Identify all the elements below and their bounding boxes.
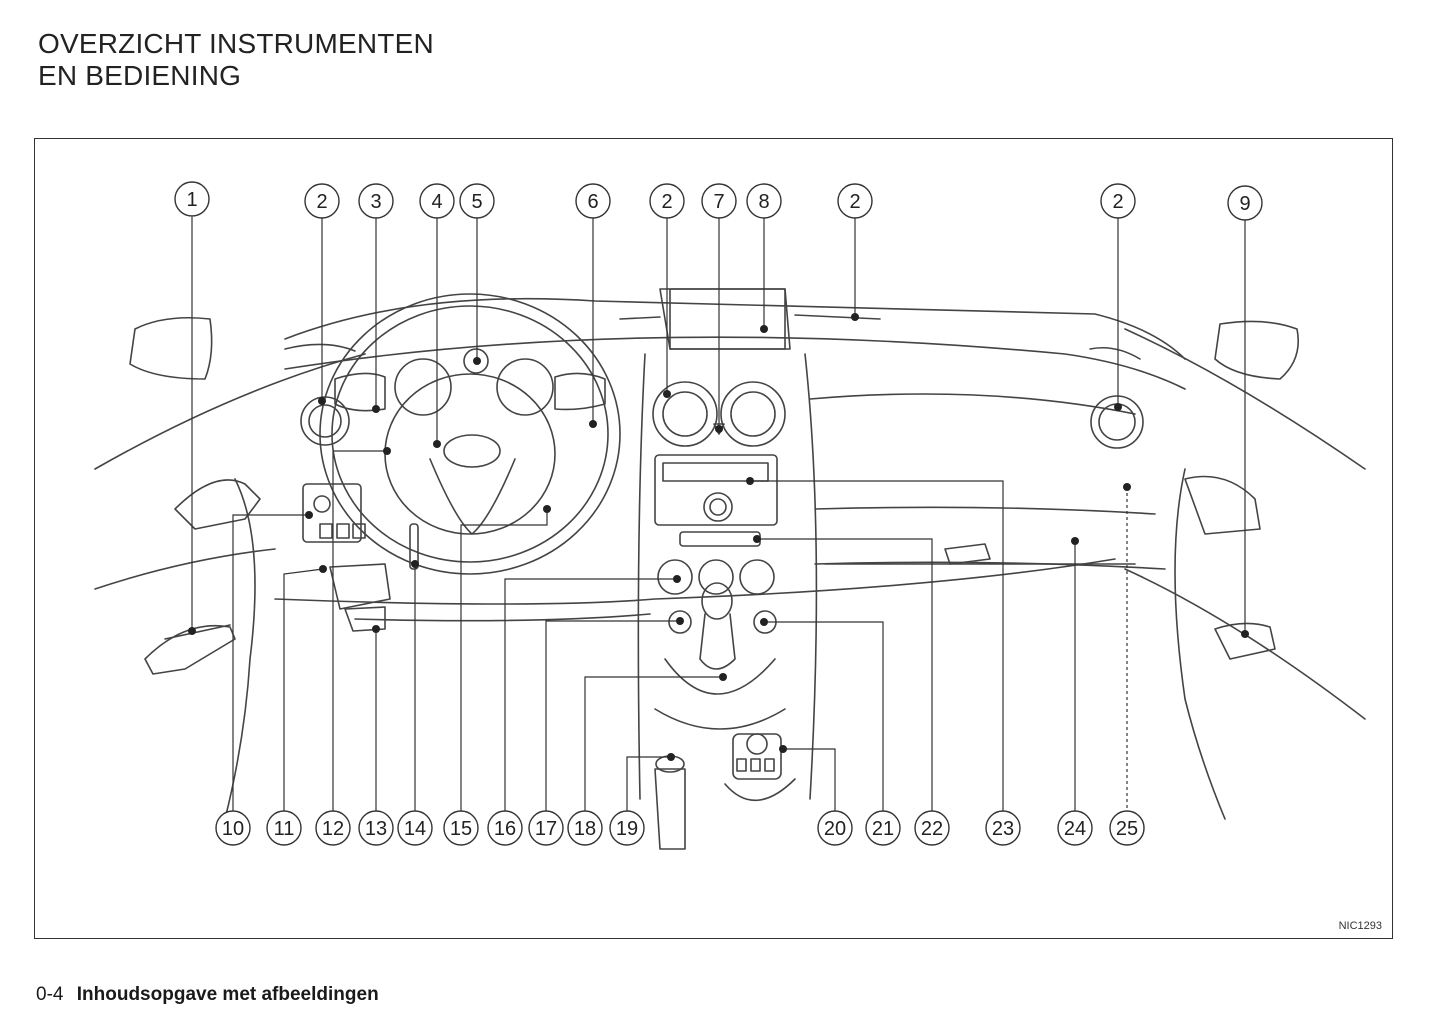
svg-text:10: 10 bbox=[222, 818, 244, 840]
page-number: 0-4 bbox=[36, 984, 64, 1005]
svg-text:2: 2 bbox=[849, 191, 860, 213]
svg-text:20: 20 bbox=[824, 818, 846, 840]
svg-text:3: 3 bbox=[370, 191, 381, 213]
callout-top-12: 9 bbox=[1227, 185, 1263, 221]
svg-text:15: 15 bbox=[450, 818, 472, 840]
svg-text:4: 4 bbox=[431, 191, 442, 213]
svg-text:14: 14 bbox=[404, 818, 426, 840]
svg-text:1: 1 bbox=[186, 189, 197, 211]
svg-text:2: 2 bbox=[316, 191, 327, 213]
svg-text:2: 2 bbox=[1112, 191, 1123, 213]
svg-text:17: 17 bbox=[535, 818, 557, 840]
svg-text:2: 2 bbox=[661, 191, 672, 213]
callout-top-6: 6 bbox=[575, 183, 611, 219]
page-title-line-1: OVERZICHT INSTRUMENTEN bbox=[38, 28, 434, 59]
callout-bottom-23: 23 bbox=[985, 810, 1021, 846]
svg-text:8: 8 bbox=[758, 191, 769, 213]
svg-text:5: 5 bbox=[471, 191, 482, 213]
callout-bottom-21: 21 bbox=[865, 810, 901, 846]
callout-bottom-16: 16 bbox=[487, 810, 523, 846]
svg-text:22: 22 bbox=[921, 818, 943, 840]
callout-top-9: 8 bbox=[746, 183, 782, 219]
callout-top-2: 2 bbox=[304, 183, 340, 219]
callout-bottom-14: 14 bbox=[397, 810, 433, 846]
callout-top-3: 3 bbox=[358, 183, 394, 219]
callout-bottom-15: 15 bbox=[443, 810, 479, 846]
svg-text:16: 16 bbox=[494, 818, 516, 840]
callout-bottom-22: 22 bbox=[914, 810, 950, 846]
callout-bottom-25: 25 bbox=[1109, 810, 1145, 846]
callout-bottom-18: 18 bbox=[567, 810, 603, 846]
figure-code: NIC1293 bbox=[1338, 920, 1382, 932]
svg-text:7: 7 bbox=[713, 191, 724, 213]
svg-text:19: 19 bbox=[616, 818, 638, 840]
callout-top-11: 2 bbox=[1100, 183, 1136, 219]
callout-bottom-17: 17 bbox=[528, 810, 564, 846]
callout-top-5: 5 bbox=[459, 183, 495, 219]
svg-text:25: 25 bbox=[1116, 818, 1138, 840]
callout-top-10: 2 bbox=[837, 183, 873, 219]
callout-bottom-13: 13 bbox=[358, 810, 394, 846]
svg-text:18: 18 bbox=[574, 818, 596, 840]
svg-text:6: 6 bbox=[587, 191, 598, 213]
callout-bottom-10: 10 bbox=[215, 810, 251, 846]
svg-text:12: 12 bbox=[322, 818, 344, 840]
svg-text:21: 21 bbox=[872, 818, 894, 840]
callout-bottom-19: 19 bbox=[609, 810, 645, 846]
dashboard-line-drawing: 1 2 3 4 5 6 2 7 8 2 2 9 10 11 12 13 14 1… bbox=[94, 181, 1366, 850]
right-mirror bbox=[1214, 320, 1299, 380]
svg-text:24: 24 bbox=[1064, 818, 1086, 840]
callout-top-1: 1 bbox=[174, 181, 210, 217]
callout-top-4: 4 bbox=[419, 183, 455, 219]
section-title: Inhoudsopgave met afbeeldingen bbox=[76, 984, 379, 1005]
svg-text:11: 11 bbox=[274, 818, 295, 840]
left-mirror bbox=[129, 316, 213, 380]
callout-bottom-24: 24 bbox=[1057, 810, 1093, 846]
svg-text:9: 9 bbox=[1239, 193, 1250, 215]
callout-top-8: 7 bbox=[701, 183, 737, 219]
page-title-line-2: EN BEDIENING bbox=[38, 60, 242, 91]
page-footer: 0-4 Inhoudsopgave met afbeeldingen bbox=[36, 984, 379, 1006]
callout-bottom-12: 12 bbox=[315, 810, 351, 846]
svg-text:13: 13 bbox=[365, 818, 387, 840]
page-title: OVERZICHT INSTRUMENTEN EN BEDIENING bbox=[38, 28, 434, 92]
callout-bottom-11: 11 bbox=[266, 810, 302, 846]
callout-bottom-20: 20 bbox=[817, 810, 853, 846]
svg-text:23: 23 bbox=[992, 818, 1014, 840]
callout-top-7: 2 bbox=[649, 183, 685, 219]
dashboard-illustration-frame: 1 2 3 4 5 6 2 7 8 2 2 9 10 11 12 13 14 1… bbox=[34, 138, 1393, 939]
